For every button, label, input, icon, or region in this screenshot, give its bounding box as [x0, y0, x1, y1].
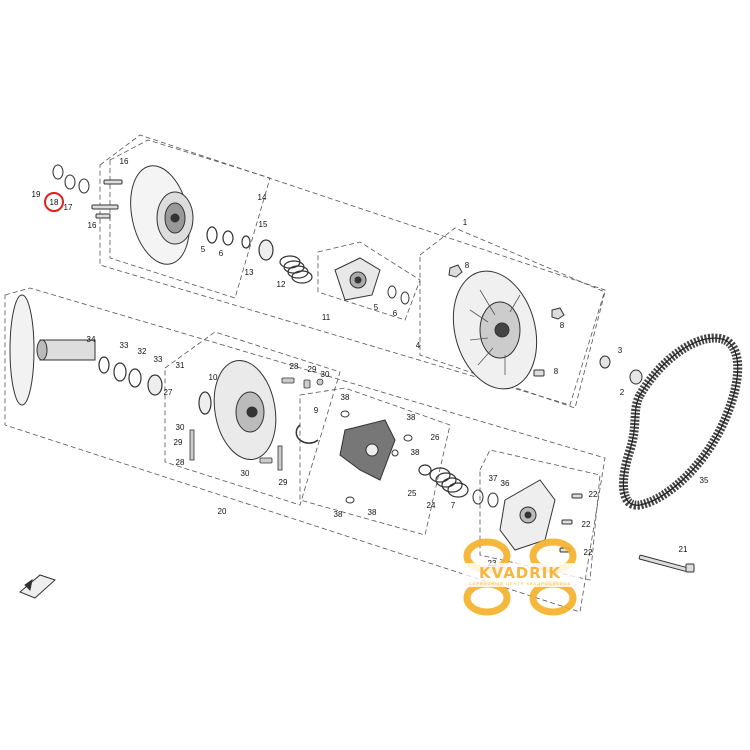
spring-24: [418, 464, 469, 498]
part-label-5: 5: [374, 303, 379, 312]
part-label-32: 32: [138, 347, 147, 356]
spider-11: [334, 257, 381, 301]
part-label-28: 28: [290, 362, 299, 371]
part-label-8: 8: [560, 321, 565, 330]
fixed-sheave: [130, 165, 194, 265]
part-label-20: 20: [218, 507, 227, 516]
part-label-14: 14: [258, 193, 267, 202]
spring-12: [279, 255, 313, 284]
fixed-sheave-frame: [109, 139, 271, 299]
part-label-8: 8: [554, 367, 559, 376]
part-label-26: 26: [431, 433, 440, 442]
driven-movable-sheave: [213, 359, 277, 461]
cover-frame: [419, 227, 606, 409]
drive-cover-4: [452, 270, 538, 390]
part-label-10: 10: [209, 373, 218, 382]
washer-3-nut-2: [599, 355, 643, 385]
drive-belt-35: [618, 333, 743, 510]
part-label-13: 13: [245, 268, 254, 277]
part-label-27: 27: [164, 388, 173, 397]
part-label-30: 30: [176, 423, 185, 432]
part-label-38: 38: [368, 508, 377, 517]
part-label-4: 4: [416, 341, 421, 350]
circlip-9: [295, 424, 319, 444]
part-label-9: 9: [314, 406, 319, 415]
part-label-30: 30: [241, 469, 250, 478]
part-label-29: 29: [279, 478, 288, 487]
bolts-16: [91, 179, 123, 219]
highlight-circle: [44, 192, 64, 212]
part-label-30: 30: [321, 370, 330, 379]
drive-clutch-frame: [99, 134, 606, 406]
nuts-8: [448, 264, 565, 377]
part-label-1: 1: [463, 218, 468, 227]
part-label-7: 7: [451, 501, 456, 510]
washers-37-36-7: [472, 489, 499, 508]
driven-cover-23: [499, 479, 556, 551]
cam-26: [339, 419, 396, 481]
part-label-29: 29: [308, 365, 317, 374]
cam-frame: [299, 387, 451, 536]
small-washers: [52, 164, 90, 194]
kvadrik-logo-watermark: KVADRIK СЕРВИСНЫЙ ЦЕНТР КВАДРОЦИКЛОВ: [462, 538, 580, 616]
part-label-24: 24: [427, 501, 436, 510]
driven-cover-frame: [479, 449, 601, 581]
part-label-15: 15: [259, 220, 268, 229]
part-label-2: 2: [620, 388, 625, 397]
part-label-17: 17: [64, 203, 73, 212]
part-label-38: 38: [341, 393, 350, 402]
part-label-38: 38: [411, 448, 420, 457]
part-label-22: 22: [582, 520, 591, 529]
rings-5-6-right: [387, 285, 410, 305]
part-label-35: 35: [700, 476, 709, 485]
driven-rings: [98, 356, 212, 415]
part-label-21: 21: [679, 545, 688, 554]
part-label-33: 33: [120, 341, 129, 350]
part-label-6: 6: [219, 249, 224, 258]
part-label-5: 5: [201, 245, 206, 254]
part-label-29: 29: [174, 438, 183, 447]
part-label-18: 18: [50, 198, 59, 207]
part-label-37: 37: [489, 474, 498, 483]
movable-sheave-frame: [164, 331, 341, 506]
part-label-33: 33: [154, 355, 163, 364]
part-label-38: 38: [407, 413, 416, 422]
part-labels: 1234556678889101112131415161617181920212…: [32, 157, 709, 568]
pins-38: [340, 410, 413, 504]
part-label-3: 3: [618, 346, 623, 355]
spider-frame: [317, 241, 421, 321]
part-label-38: 38: [334, 510, 343, 519]
part-label-25: 25: [408, 489, 417, 498]
driven-fixed-sheave-34: [9, 294, 96, 406]
part-label-16: 16: [120, 157, 129, 166]
small-parts-28-30: [189, 377, 324, 471]
part-label-12: 12: [277, 280, 286, 289]
part-label-22: 22: [589, 490, 598, 499]
part-label-16: 16: [88, 221, 97, 230]
part-label-11: 11: [322, 313, 331, 322]
assembly-frames: [4, 134, 606, 613]
part-label-6: 6: [393, 309, 398, 318]
bolt-21: [638, 554, 695, 573]
watermark-brand: KVADRIK: [479, 564, 561, 582]
sheave-rings: [206, 226, 274, 261]
part-label-28: 28: [176, 458, 185, 467]
watermark-tagline: СЕРВИСНЫЙ ЦЕНТР КВАДРОЦИКЛОВ: [469, 581, 571, 586]
part-label-8: 8: [465, 261, 470, 270]
front-direction-arrow-icon: [19, 574, 56, 599]
part-label-31: 31: [176, 361, 185, 370]
part-label-36: 36: [501, 479, 510, 488]
part-label-22: 22: [584, 548, 593, 557]
part-label-19: 19: [32, 190, 41, 199]
part-label-34: 34: [87, 335, 96, 344]
